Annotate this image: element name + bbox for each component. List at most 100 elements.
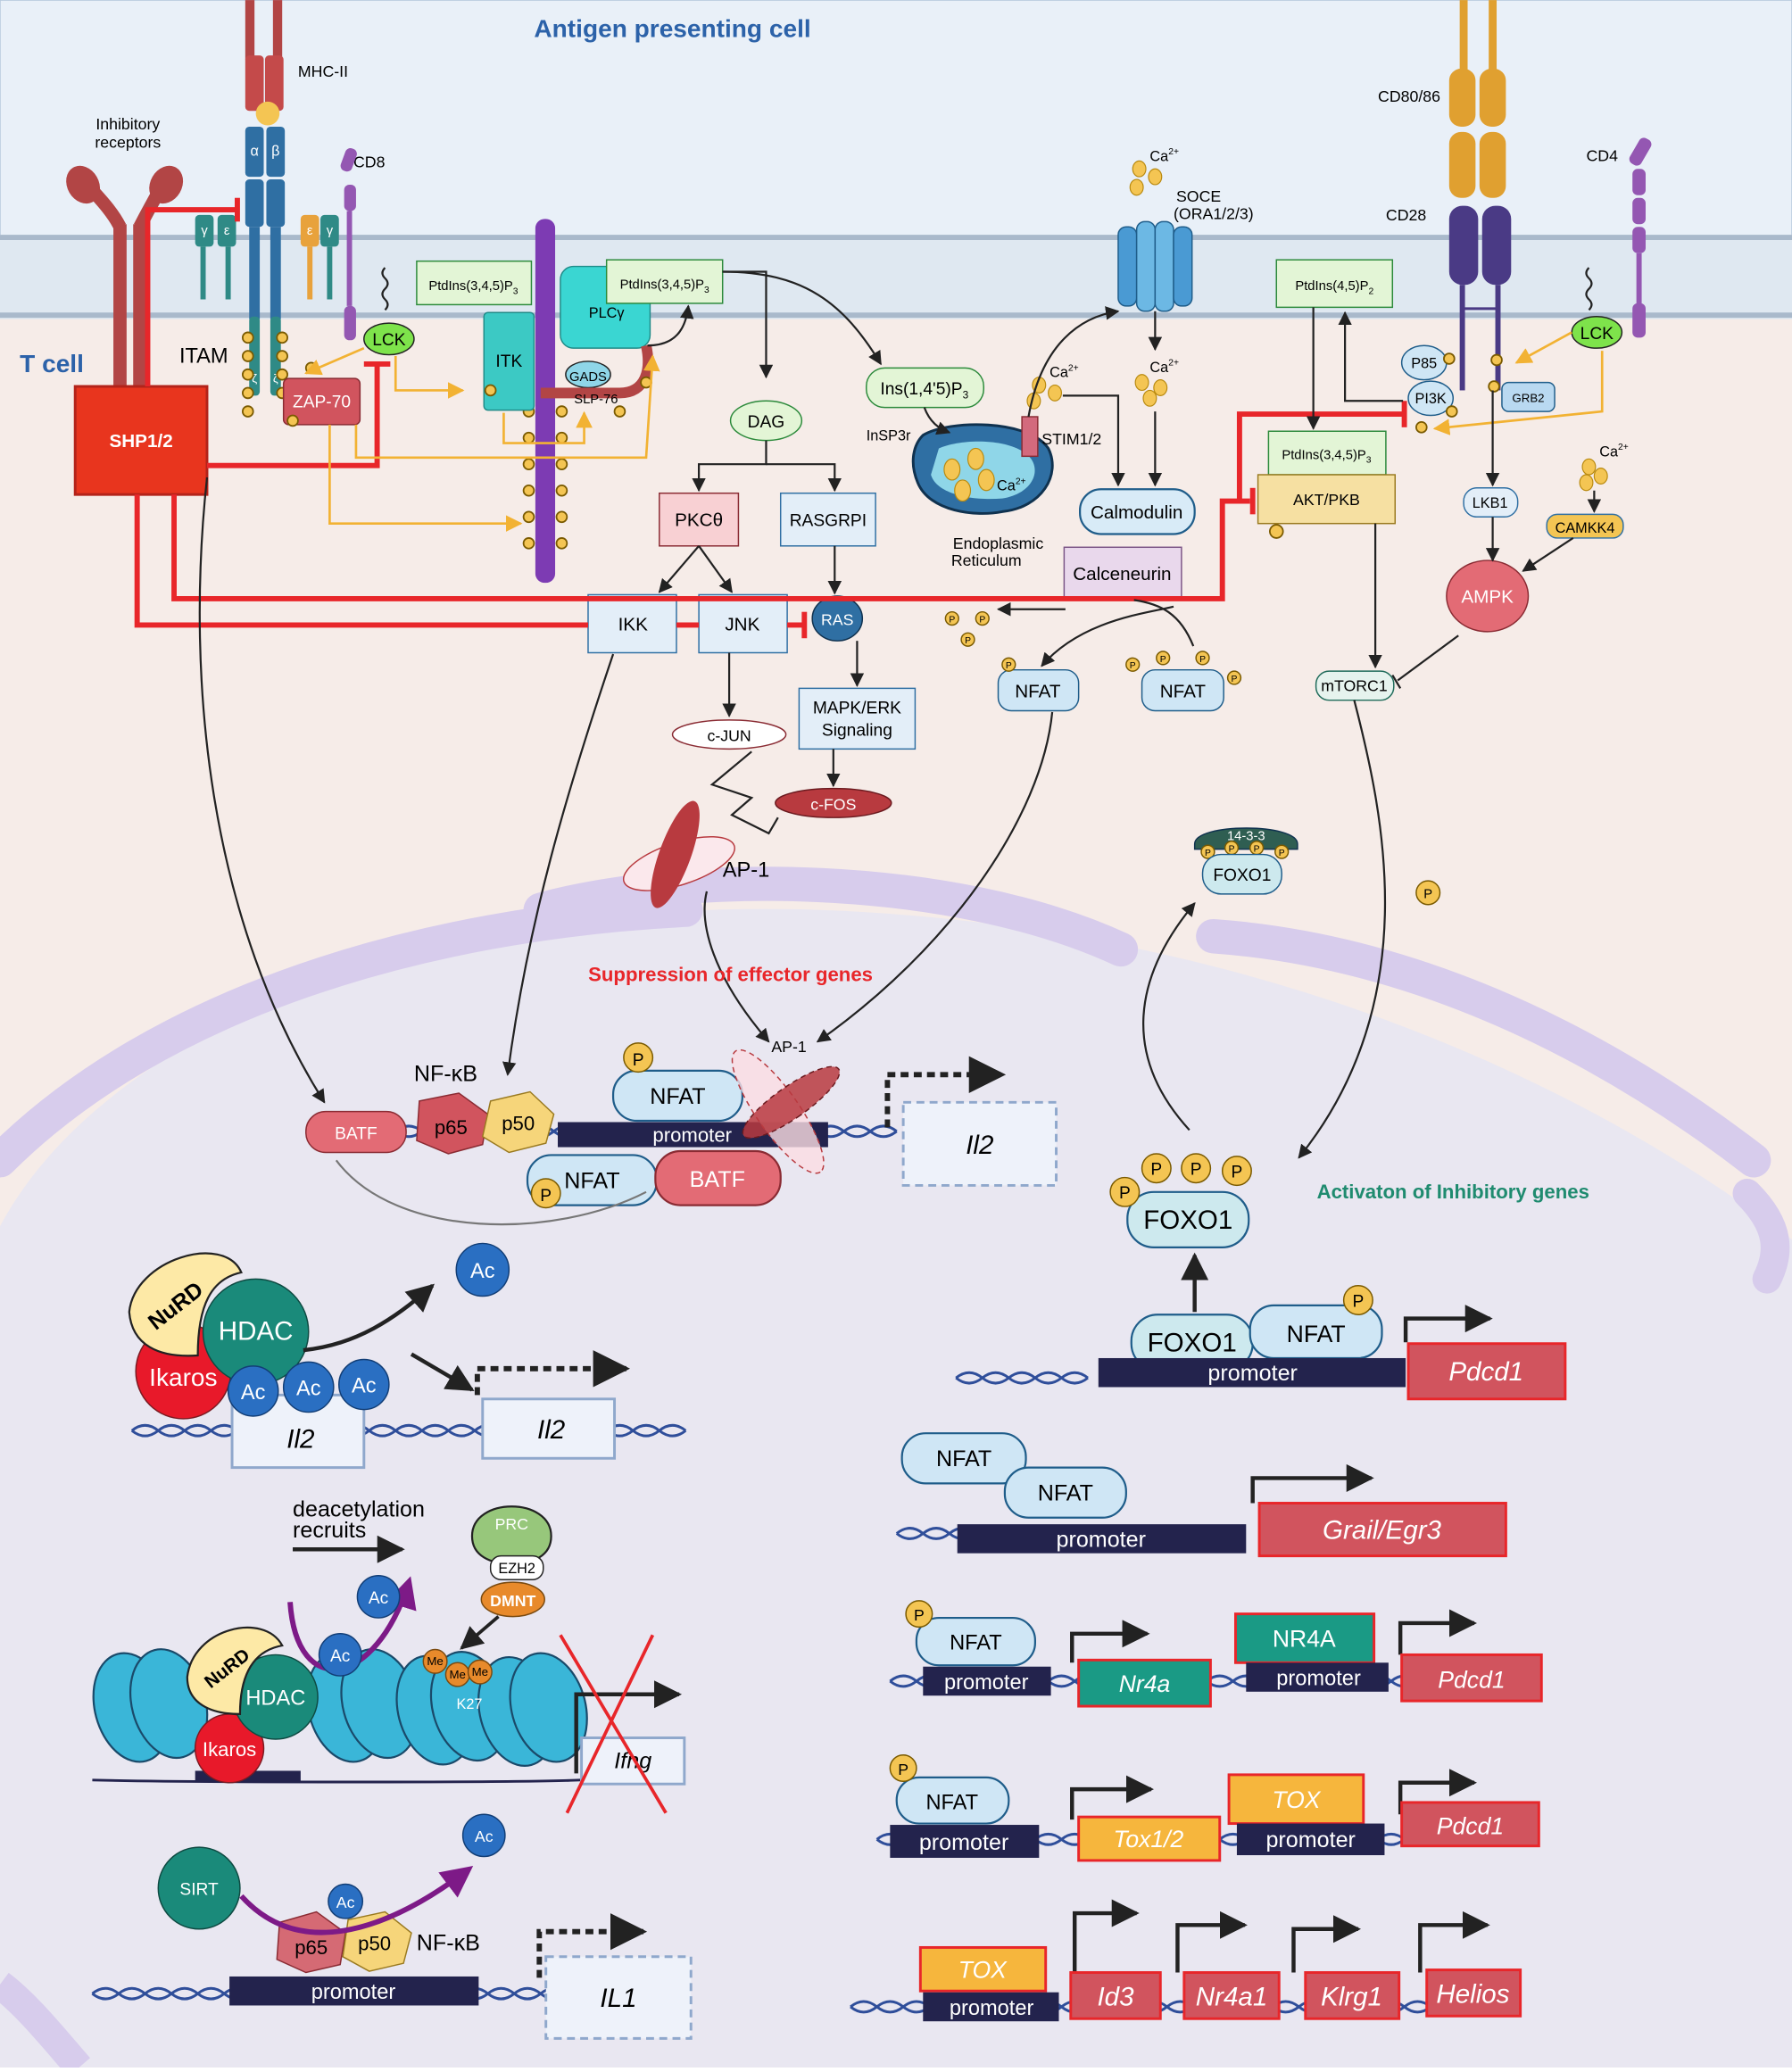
svg-text:FOXO1: FOXO1 — [1143, 1206, 1232, 1235]
itam-label: ITAM — [179, 344, 228, 368]
nfat-tox — [895, 1776, 1010, 1825]
promoter-tox-targets — [923, 1992, 1059, 2022]
svg-text:β: β — [271, 143, 279, 159]
svg-text:Ca2+: Ca2+ — [1149, 358, 1179, 375]
p-dots-cyto: P P P P P P P P — [944, 610, 1242, 685]
svg-text:Ac: Ac — [475, 1828, 494, 1845]
svg-text:promoter: promoter — [944, 1671, 1029, 1695]
svg-text:P: P — [949, 616, 955, 626]
tox-target-arrows — [1072, 1899, 1490, 1973]
svg-text:NFAT: NFAT — [936, 1446, 991, 1471]
inhibition-lines — [134, 197, 1407, 639]
svg-text:Helios: Helios — [1436, 1980, 1509, 2010]
svg-text:K27: K27 — [457, 1696, 483, 1712]
svg-text:promoter: promoter — [311, 1981, 396, 2004]
cfos-node — [775, 787, 892, 818]
svg-text:TOX: TOX — [1272, 1786, 1321, 1813]
svg-text:P: P — [1191, 1161, 1202, 1180]
svg-text:c-FOS: c-FOS — [810, 795, 856, 813]
p65-top — [416, 1092, 489, 1155]
svg-text:p50: p50 — [502, 1112, 535, 1134]
nurd-complex-2 — [186, 1626, 319, 1784]
pip3-box-1 — [416, 260, 533, 306]
svg-text:STIM1/2: STIM1/2 — [1041, 430, 1101, 448]
svg-text:GRB2: GRB2 — [1512, 392, 1544, 405]
svg-text:Inhibitory: Inhibitory — [95, 115, 160, 133]
svg-text:IKK: IKK — [618, 614, 649, 634]
gene-id3 — [1069, 1971, 1162, 2020]
svg-text:Ins(1,4'5)P3: Ins(1,4'5)P3 — [880, 380, 968, 401]
svg-text:JNK: JNK — [725, 614, 759, 634]
svg-text:NFAT: NFAT — [950, 1632, 1002, 1655]
svg-text:NFAT: NFAT — [1015, 682, 1061, 702]
svg-text:ε: ε — [307, 224, 313, 238]
lck-left — [363, 322, 415, 356]
svg-text:MAPK/ERK: MAPK/ERK — [813, 699, 901, 717]
svg-text:Ca2+: Ca2+ — [1599, 443, 1629, 460]
svg-text:Il2: Il2 — [966, 1131, 993, 1160]
svg-text:FOXO1: FOXO1 — [1213, 866, 1271, 885]
svg-text:P: P — [1232, 1164, 1243, 1182]
calmodulin-node — [1079, 488, 1196, 535]
apc-label: Antigen presenting cell — [534, 14, 810, 42]
cd8-receptor: CD8 — [340, 148, 386, 341]
svg-text:Pdcd1: Pdcd1 — [1438, 1666, 1505, 1693]
svg-text:P: P — [1160, 655, 1166, 665]
svg-text:p65: p65 — [295, 1936, 328, 1959]
svg-text:RAS: RAS — [821, 610, 853, 628]
lat-adaptor — [535, 219, 556, 584]
svg-text:Tox1/2: Tox1/2 — [1114, 1826, 1184, 1852]
membrane — [0, 235, 1792, 319]
svg-text:PtdIns(3,4,5)P3: PtdIns(3,4,5)P3 — [620, 278, 709, 295]
nfat-grail-2 — [1003, 1466, 1127, 1519]
promoter-grail — [957, 1524, 1247, 1554]
svg-text:promoter: promoter — [1265, 1828, 1355, 1852]
svg-text:P: P — [1199, 655, 1206, 665]
svg-text:P: P — [979, 616, 985, 626]
svg-text:α: α — [250, 143, 258, 159]
ac-group-1 — [227, 1242, 510, 1417]
pip3-box-2 — [605, 259, 724, 304]
svg-text:P: P — [1254, 845, 1260, 855]
pkc-box — [659, 492, 740, 547]
svg-text:P85: P85 — [1411, 355, 1437, 371]
svg-text:ε: ε — [224, 224, 230, 238]
svg-text:Me: Me — [449, 1668, 465, 1681]
svg-text:RASGRPI: RASGRPI — [790, 512, 867, 531]
gene-nr4a1 — [1182, 1971, 1281, 2020]
tox-tf — [1227, 1773, 1365, 1826]
svg-text:PKCθ: PKCθ — [675, 510, 723, 531]
svg-text:Ca2+: Ca2+ — [997, 477, 1026, 493]
svg-text:ZAP-70: ZAP-70 — [293, 394, 351, 412]
lat-p-dots — [522, 405, 568, 550]
insp3r-label: InSP3r — [867, 428, 911, 444]
stim — [1021, 416, 1039, 458]
svg-text:PLCγ: PLCγ — [589, 305, 626, 321]
svg-text:14-3-3: 14-3-3 — [1227, 829, 1265, 843]
svg-text:P: P — [898, 1761, 908, 1778]
svg-text:promoter: promoter — [1207, 1361, 1297, 1386]
svg-text:Id3: Id3 — [1097, 1982, 1134, 2011]
svg-text:P: P — [1352, 1292, 1364, 1311]
ap1-small-label: AP-1 — [771, 1038, 806, 1056]
svg-text:NFAT: NFAT — [1287, 1321, 1346, 1347]
shp-label: SHP1/2 — [109, 431, 172, 452]
protein-1433 — [1193, 827, 1298, 850]
svg-text:LCK: LCK — [372, 331, 406, 350]
activation-label: Activaton of Inhibitory genes — [1317, 1181, 1589, 1203]
svg-text:Ac: Ac — [296, 1377, 321, 1400]
svg-text:P: P — [540, 1187, 552, 1206]
nfkb-label-top: NF-κB — [414, 1062, 477, 1087]
gene-klrg1 — [1304, 1971, 1401, 2020]
cd4-receptor: CD4 — [1587, 137, 1652, 338]
shp-box — [73, 385, 209, 496]
svg-text:ITK: ITK — [495, 352, 522, 371]
svg-text:γ: γ — [327, 224, 334, 238]
svg-text:P: P — [1229, 845, 1235, 855]
svg-text:Ca2+: Ca2+ — [1049, 363, 1079, 380]
il2-gene-right — [481, 1397, 617, 1460]
svg-text:PtdIns(4,5)P2: PtdIns(4,5)P2 — [1295, 279, 1373, 296]
svg-text:AKT/PKB: AKT/PKB — [1293, 491, 1360, 509]
mapk-box — [798, 687, 917, 750]
